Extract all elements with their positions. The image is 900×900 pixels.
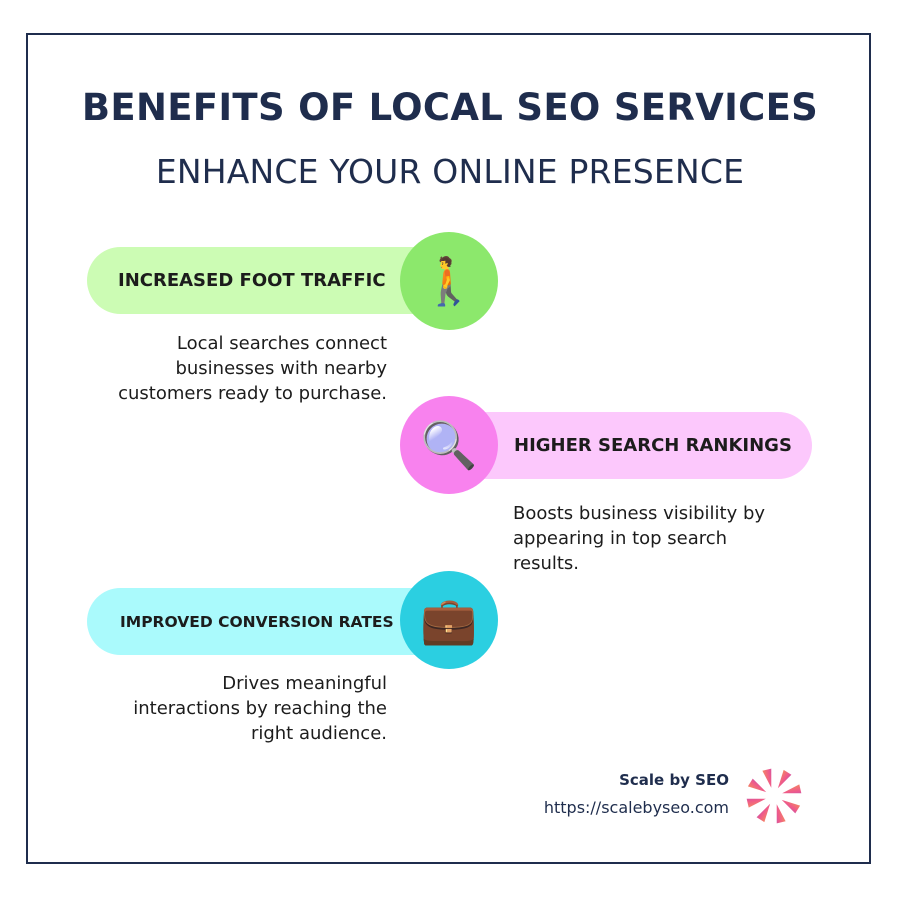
benefit-title: HIGHER SEARCH RANKINGS <box>514 435 792 456</box>
page-title: BENEFITS OF LOCAL SEO SERVICES <box>81 86 819 129</box>
brand-name: Scale by SEO <box>619 771 729 789</box>
benefit-title: INCREASED FOOT TRAFFIC <box>118 270 386 291</box>
pinwheel-logo-icon <box>746 768 802 824</box>
infographic-frame <box>26 33 871 864</box>
briefcase-icon: 💼 <box>420 592 478 647</box>
page-subtitle: ENHANCE YOUR ONLINE PRESENCE <box>155 152 745 191</box>
person-walking-icon: 🚶 <box>420 253 478 308</box>
benefit-title: IMPROVED CONVERSION RATES <box>120 612 394 631</box>
benefit-description: Boosts business visibility by appearing … <box>513 503 766 574</box>
magnifying-glass-icon: 🔍 <box>420 417 478 472</box>
brand-url-link[interactable]: https://scalebyseo.com <box>543 798 729 817</box>
benefit-icon-circle: 🔍 <box>400 396 498 494</box>
benefit-description: Drives meaningful interactions by reachi… <box>133 673 387 744</box>
benefit-description: Local searches connect businesses with n… <box>118 333 387 404</box>
benefit-icon-circle: 💼 <box>400 571 498 669</box>
benefit-icon-circle: 🚶 <box>400 232 498 330</box>
